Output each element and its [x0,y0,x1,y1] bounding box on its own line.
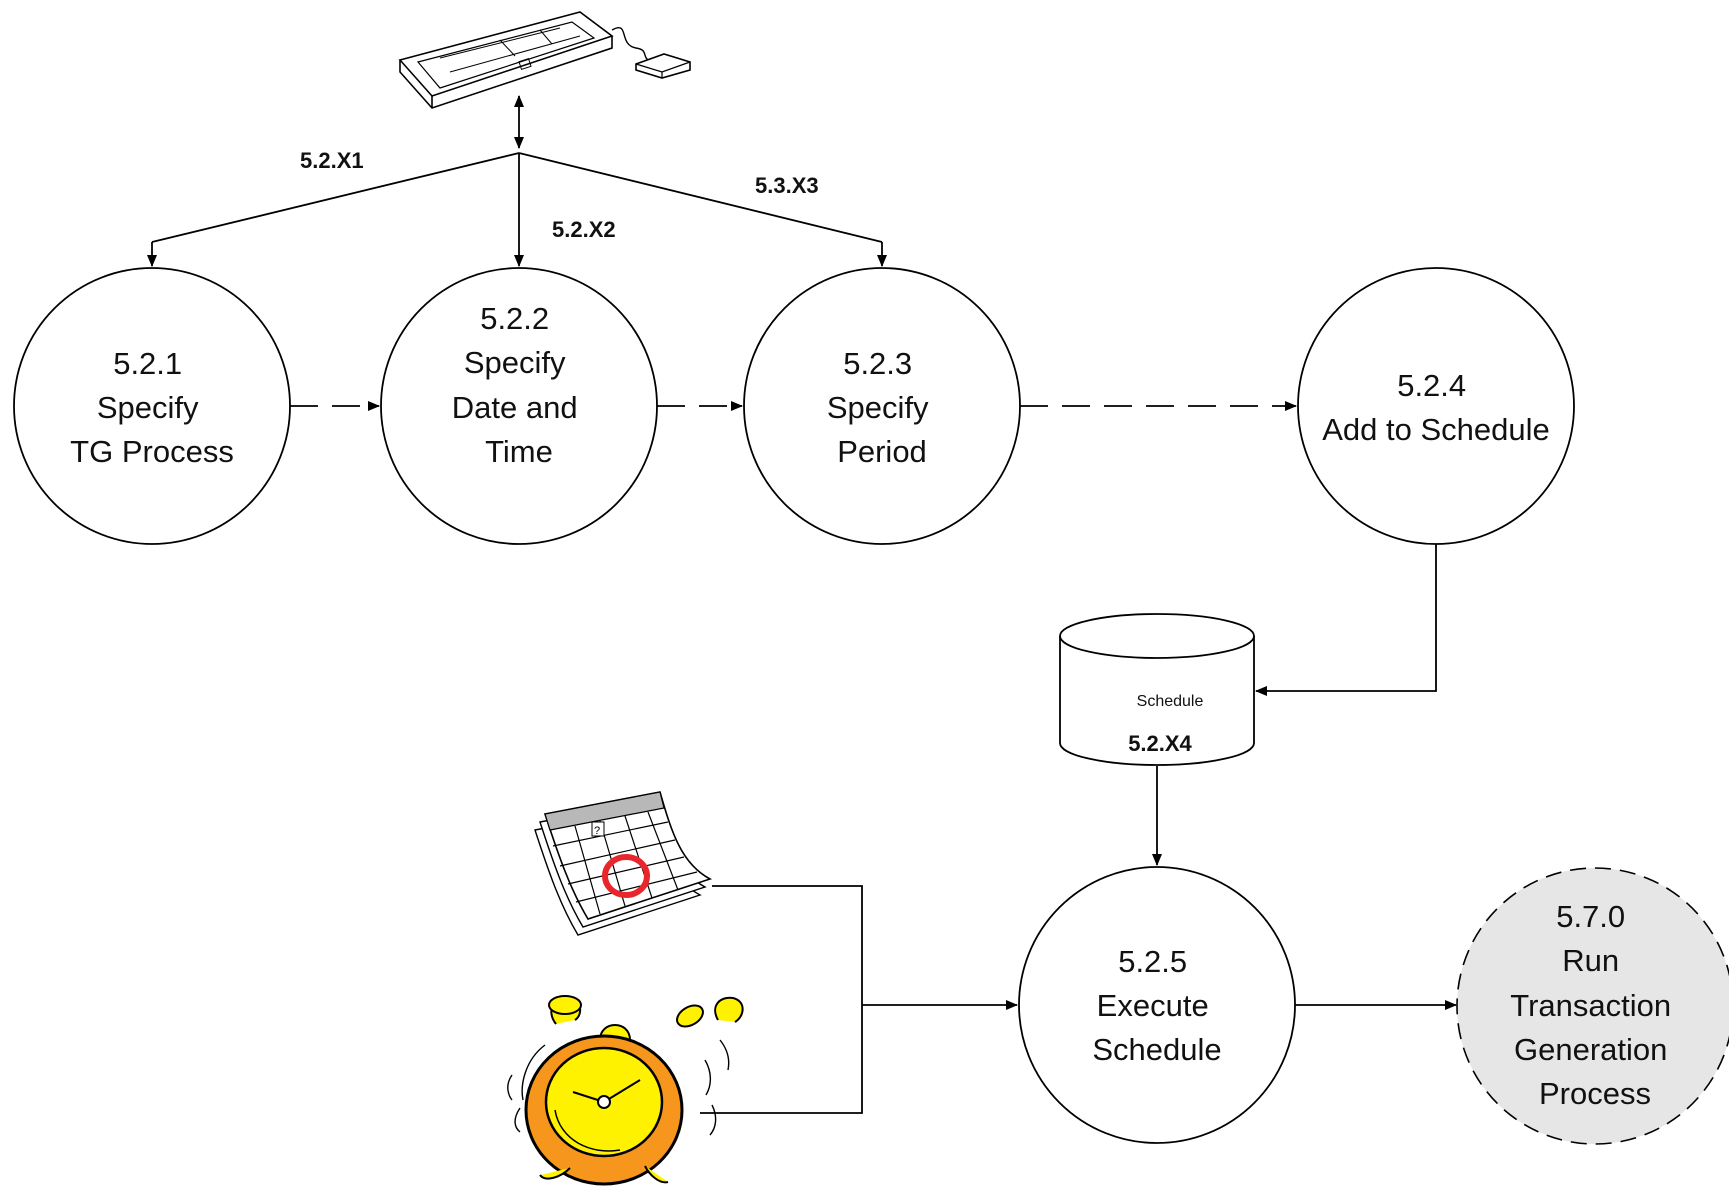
process-5-2-2[interactable]: 5.2.2 Specify Date and Time [380,267,658,545]
datastore-name: Schedule [1137,693,1204,710]
process-label: 5.7.0 Run Transaction Generation Process [1510,899,1679,1111]
flow-to-datastore [1255,544,1437,696]
process-label: 5.2.1 Specify TG Process [70,346,234,469]
external-process-5-7-0[interactable]: 5.7.0 Run Transaction Generation Process [1456,867,1729,1145]
keyboard-mouse-icon [398,11,691,109]
datastore-flow-label: 5.2.X4 [1128,731,1192,756]
process-5-2-3[interactable]: 5.2.3 Specify Period [743,267,1021,545]
process-label: 5.2.3 Specify Period [827,346,937,469]
svg-text:?: ? [594,825,600,837]
flow-label-x2: 5.2.X2 [552,217,616,242]
flow-label-x1: 5.2.X1 [300,148,364,173]
calendar-icon: ? [534,791,713,936]
process-5-2-4[interactable]: 5.2.4 Add to Schedule [1297,267,1575,545]
process-5-2-5[interactable]: 5.2.5 Execute Schedule [1018,866,1296,1144]
flow-label-x3: 5.3.X3 [755,173,819,198]
alarm-clock-icon [507,995,744,1186]
process-label: 5.2.5 Execute Schedule [1092,944,1221,1067]
process-label: 5.2.2 Specify Date and Time [452,301,586,469]
trigger-flows [700,885,1018,1114]
datastore-schedule[interactable]: Schedule 5.2.X4 [1059,613,1255,766]
input-flows [147,95,887,267]
process-5-2-1[interactable]: 5.2.1 Specify TG Process [13,267,291,545]
process-label: 5.2.4 Add to Schedule [1322,368,1550,447]
